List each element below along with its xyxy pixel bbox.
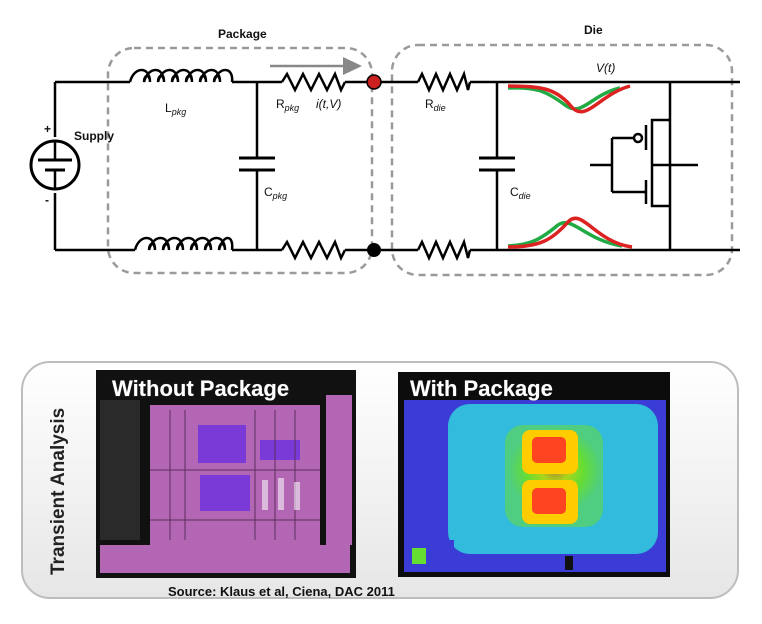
r-die-label: Rdie [425, 97, 446, 113]
layout-without-package-image [96, 370, 356, 578]
wave-top-green [507, 86, 621, 111]
supply-source-icon [29, 139, 81, 191]
current-arrow-icon [343, 57, 362, 75]
source-caption: Source: Klaus et al, Ciena, DAC 2011 [168, 584, 395, 599]
capacitor-cpkg-icon [239, 82, 275, 250]
resistor-rpkg-bottom-icon [280, 238, 347, 262]
v-t-label: V(t) [596, 61, 615, 75]
c-die-label: Cdie [510, 185, 531, 201]
current-label: i(t,V) [316, 97, 341, 111]
r-pkg-label: Rpkg [276, 97, 299, 113]
supply-plus-label: + [44, 122, 51, 136]
supply-label: Supply [74, 129, 114, 143]
transient-analysis-panel: Transient Analysis [21, 361, 739, 599]
l-pkg-label: Lpkg [165, 101, 186, 117]
without-package-title: Without Package [112, 376, 289, 401]
c-pkg-label: Cpkg [264, 185, 287, 201]
die-title: Die [584, 23, 603, 37]
circuit-diagram: + - Supply Lpkg Rpkg i(t,V) Cpkg Rdie [29, 23, 740, 277]
capacitor-cdie-icon [479, 82, 515, 250]
die-boundary [390, 43, 734, 277]
package-top-node [366, 74, 382, 90]
resistor-rdie-bottom-icon [416, 238, 472, 262]
inductor-lpkg-top-icon [128, 68, 234, 83]
inductor-lpkg-bottom-icon [133, 236, 234, 251]
resistor-rpkg-top-icon [280, 70, 347, 94]
package-bottom-node [367, 243, 381, 257]
supply-minus-label: - [45, 193, 49, 207]
with-package-title: With Package [410, 376, 553, 401]
heatmap-with-package-image [398, 372, 670, 577]
package-boundary [106, 46, 374, 275]
wave-bottom-red [507, 216, 633, 249]
wave-top-red [507, 84, 631, 114]
wave-bottom-green [507, 221, 623, 248]
inverter-icon [590, 82, 698, 250]
resistor-rdie-top-icon [416, 70, 472, 94]
transient-analysis-title: Transient Analysis [48, 408, 69, 575]
package-title: Package [218, 27, 267, 41]
